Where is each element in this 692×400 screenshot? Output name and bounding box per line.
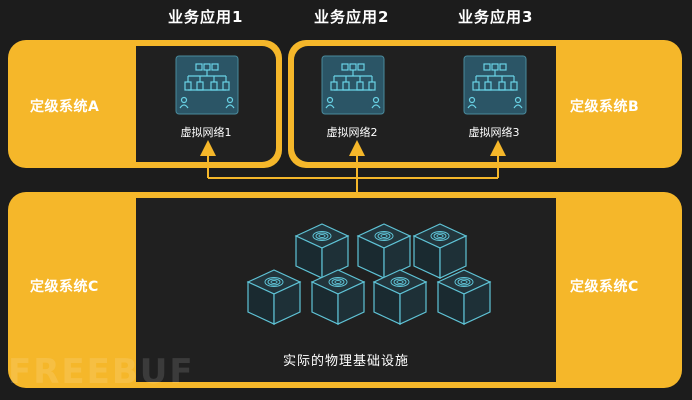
app-title-2: 业务应用2	[314, 8, 390, 26]
server-cube-3	[412, 223, 468, 279]
system-c-right-label: 定级系统C	[570, 279, 639, 295]
server-cube-6	[372, 269, 428, 325]
server-cube-1	[294, 223, 350, 279]
network-label-1: 虚拟网络1	[180, 126, 232, 139]
system-a-label: 定级系统A	[30, 99, 100, 115]
network-label-2: 虚拟网络2	[326, 126, 378, 139]
network-icon-3	[463, 55, 527, 115]
server-cube-7	[436, 269, 492, 325]
connector-lines	[200, 140, 506, 192]
server-cube-4	[246, 269, 302, 325]
server-cube-2	[356, 223, 412, 279]
system-b-label: 定级系统B	[570, 99, 640, 115]
server-cubes	[246, 223, 492, 325]
server-cube-5	[310, 269, 366, 325]
network-icon-1	[175, 55, 239, 115]
app-title-1: 业务应用1	[168, 8, 244, 26]
watermark-logo: FREEBUF	[8, 352, 195, 392]
infrastructure-label: 实际的物理基础设施	[282, 354, 409, 369]
network-label-3: 虚拟网络3	[468, 126, 520, 139]
app-title-3: 业务应用3	[458, 8, 534, 26]
network-icon-2	[321, 55, 385, 115]
system-c-left-label: 定级系统C	[30, 279, 99, 295]
